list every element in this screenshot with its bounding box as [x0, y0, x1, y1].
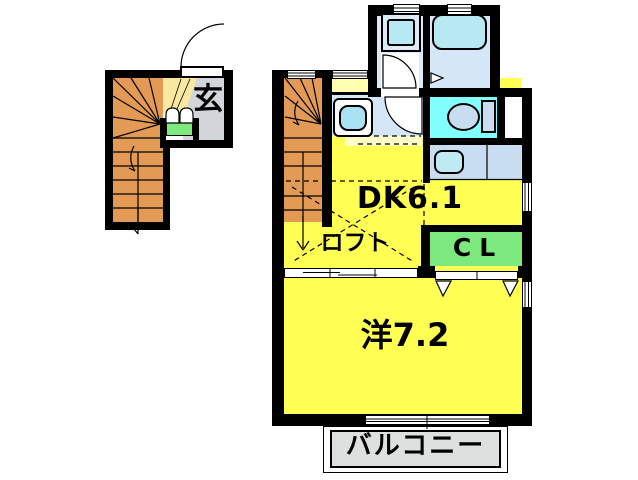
window-icon — [522, 281, 532, 308]
dk-label: DK6.1 — [356, 181, 464, 216]
wall-1f-mat-right — [193, 118, 199, 140]
window-icon — [332, 70, 368, 79]
vanity-bowl — [339, 105, 367, 131]
washroom-threshold-strip — [345, 136, 422, 146]
wall-1f-right — [224, 70, 233, 148]
bathtub-icon — [432, 14, 487, 50]
toilet-doorway-gap — [505, 97, 522, 138]
window-icon — [287, 70, 316, 79]
loft-label: ロフト — [320, 230, 390, 256]
kitchen-sink-icon — [434, 150, 464, 174]
toilet-tank — [481, 100, 496, 133]
western-room-label: 洋7.2 — [360, 316, 450, 354]
entrance-mat — [166, 122, 193, 136]
wall-top-left — [272, 70, 377, 78]
wall-above-counter — [423, 138, 532, 145]
wall-top-sanitary — [368, 5, 500, 16]
wall-1f-top — [105, 70, 180, 78]
wall-closet-top — [421, 225, 532, 232]
room-closet-floor — [430, 232, 522, 266]
balcony-deck — [330, 430, 501, 468]
stairs-first-floor — [113, 78, 163, 222]
wall-1f-mat-left — [160, 118, 166, 140]
wall-outer-left — [272, 70, 284, 426]
sanitary-door-swing-box — [381, 53, 419, 97]
wall-closet-left — [421, 232, 430, 266]
wall-mid-horizontal — [368, 88, 532, 97]
wall-closet-bottom-right — [518, 266, 532, 278]
entrance-label: 玄 — [193, 82, 223, 117]
wall-outer-right — [522, 88, 532, 426]
wall-1f-entrance-bottom — [160, 140, 233, 148]
window-icon — [522, 182, 532, 212]
folding-door-icon — [435, 271, 518, 280]
wall-center-vertical — [423, 5, 430, 183]
wall-stairs2-right — [322, 78, 332, 227]
wall-1f-stairs-bottom — [105, 222, 170, 230]
wall-bath-right — [490, 5, 500, 97]
wall-closet-bottom-left — [418, 266, 435, 278]
washing-machine-tub — [387, 19, 415, 46]
wall-1f-left — [105, 70, 113, 230]
balcony-window-icon — [365, 415, 490, 425]
entrance-door-leaf — [180, 66, 224, 78]
loft-railing-partition — [284, 268, 418, 278]
wall-sanitary-left — [368, 5, 377, 97]
wall-toilet-right — [497, 97, 505, 145]
balcony-label: バルコニー — [345, 431, 486, 461]
closet-label: CL — [452, 233, 504, 262]
entrance-door-swing-icon — [180, 23, 225, 68]
wall-washroom-top — [332, 92, 377, 95]
wall-1f-inner-right — [163, 148, 170, 230]
toilet-icon — [447, 103, 480, 131]
upper-hallway-floor — [332, 78, 368, 93]
stairs-second-floor — [284, 78, 322, 222]
